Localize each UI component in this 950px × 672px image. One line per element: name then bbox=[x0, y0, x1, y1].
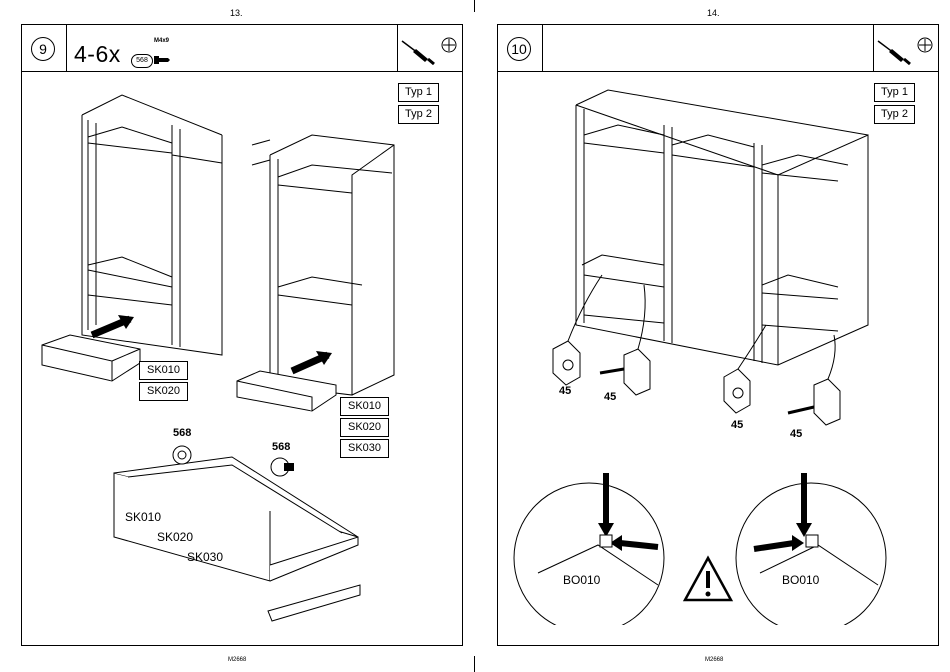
right-page-number: 14. bbox=[707, 8, 720, 18]
count-45-a: 45 bbox=[559, 385, 571, 397]
left-footer-code: M2668 bbox=[228, 657, 246, 663]
sk020-label-b: SK020 bbox=[340, 418, 389, 437]
count-45-c: 45 bbox=[731, 419, 743, 431]
bottom-fold-mark bbox=[474, 656, 475, 672]
sk010-label-b: SK010 bbox=[340, 397, 389, 416]
warning-icon bbox=[682, 555, 734, 603]
left-page-number: 13. bbox=[230, 8, 243, 18]
bo010-label-b: BO010 bbox=[782, 573, 819, 587]
right-footer-code: M2668 bbox=[705, 657, 723, 663]
wardrobe-illustration bbox=[22, 25, 462, 625]
detail-label-sk010: SK010 bbox=[125, 510, 161, 524]
count-45-d: 45 bbox=[790, 428, 802, 440]
sk030-label-b: SK030 bbox=[340, 439, 389, 458]
sk010-label-a: SK010 bbox=[139, 361, 188, 380]
wardrobe-assembly-illustration bbox=[498, 25, 938, 625]
count-45-b: 45 bbox=[604, 391, 616, 403]
left-page: 9 4-6x M4x9 568 Typ 1 Typ 2 bbox=[21, 24, 463, 646]
bo010-label-a: BO010 bbox=[563, 573, 600, 587]
part-568-callout-b: 568 bbox=[272, 441, 290, 453]
detail-label-sk030: SK030 bbox=[187, 550, 223, 564]
part-568-callout-a: 568 bbox=[173, 427, 191, 439]
top-fold-mark bbox=[474, 0, 475, 12]
sk020-label-a: SK020 bbox=[139, 382, 188, 401]
detail-label-sk020: SK020 bbox=[157, 530, 193, 544]
right-page: 10 Typ 1 Typ 2 bbox=[497, 24, 939, 646]
